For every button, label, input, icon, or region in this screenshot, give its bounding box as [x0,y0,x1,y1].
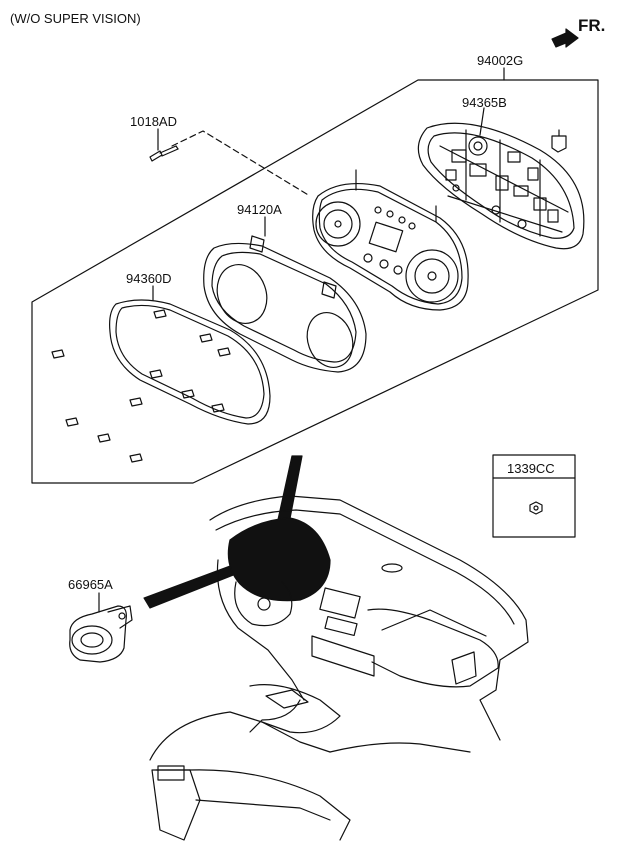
nut-box [492,454,576,538]
part-label-assembly[interactable]: 94002G [477,53,524,68]
front-direction-label: FR. [578,16,606,35]
bezel-part [203,235,367,373]
part-label-gauge-panel[interactable]: 94120A [237,202,282,217]
alignment-line [171,130,311,197]
rear-case-part [417,122,585,250]
nut-icon [529,501,543,515]
assembly-outline [31,79,599,484]
dashboard-drawing [149,495,529,841]
buzzer-part [69,605,133,663]
part-label-nut[interactable]: 1339CC [507,461,555,476]
part-label-screw[interactable]: 1018AD [130,114,177,129]
front-arrow-icon [551,28,579,48]
part-label-front-lens[interactable]: 94360D [126,271,172,286]
front-lens-part [109,299,271,425]
screw-part [149,145,179,162]
lens-clips [51,309,231,463]
clip-part [551,129,567,153]
gauge-panel-part [312,169,469,311]
part-label-buzzer[interactable]: 66965A [68,577,113,592]
part-label-rear-case[interactable]: 94365B [462,95,507,110]
variant-note: (W/O SUPER VISION) [10,11,141,26]
